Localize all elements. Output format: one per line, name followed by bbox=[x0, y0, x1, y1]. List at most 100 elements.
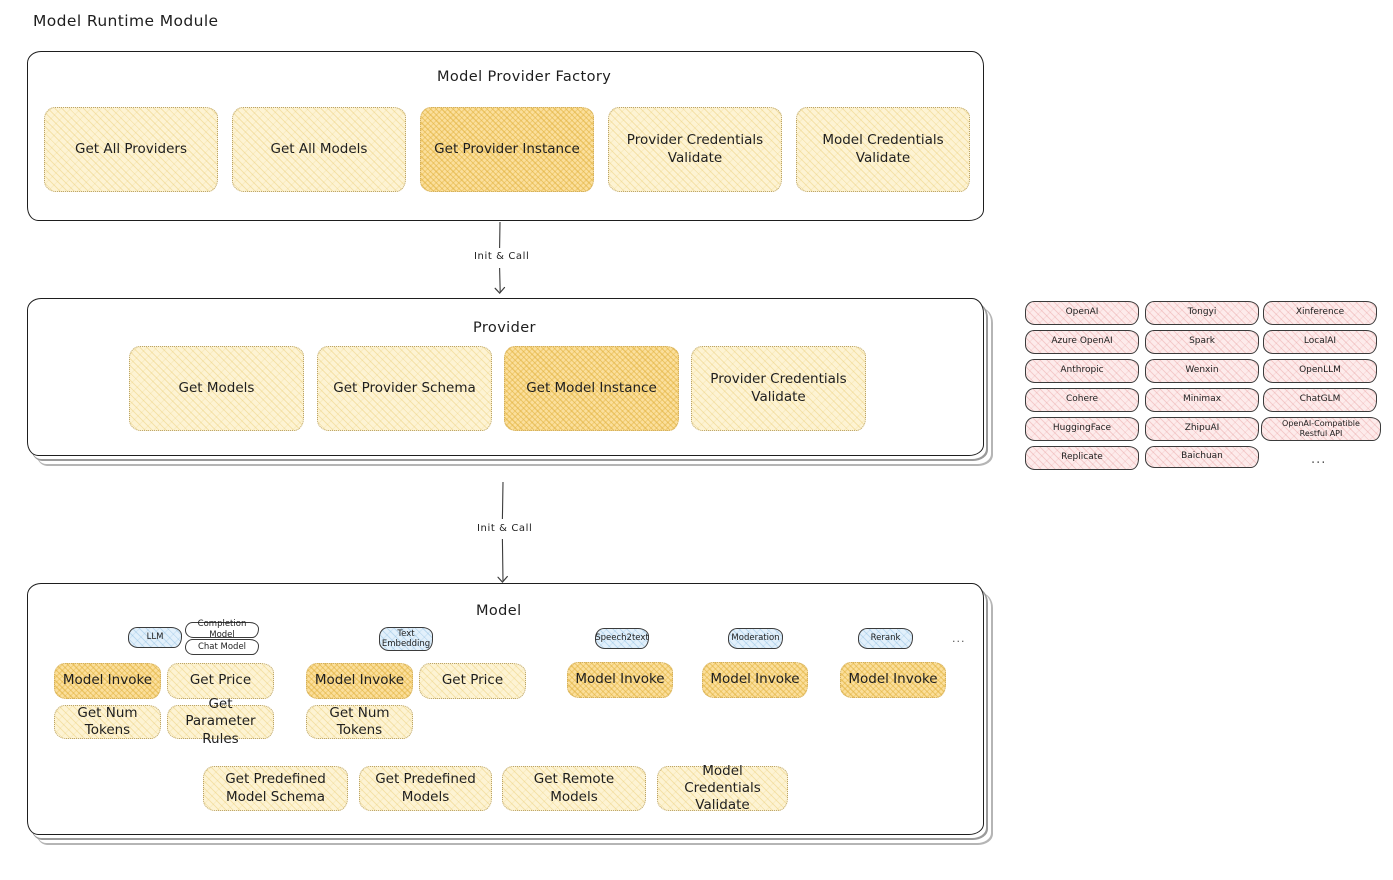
factory-node-get-provider-instance[interactable]: Get Provider Instance bbox=[420, 107, 594, 192]
chip-label: Baichuan bbox=[1181, 451, 1223, 462]
provider-chip-replicate[interactable]: Replicate bbox=[1025, 446, 1139, 470]
text-embedding-node-get-price[interactable]: Get Price bbox=[419, 663, 526, 699]
chip-label: Xinference bbox=[1295, 307, 1345, 318]
factory-node-provider-credentials-validate[interactable]: Provider Credentials Validate bbox=[608, 107, 782, 192]
chip-label: OpenAI-Compatible Restful API bbox=[1282, 418, 1360, 438]
type-label: LLM bbox=[146, 632, 164, 643]
llm-node-get-parameter-rules[interactable]: Get Parameter Rules bbox=[167, 696, 274, 747]
provider-node-get-model-instance[interactable]: Get Model Instance bbox=[504, 346, 679, 431]
model-type-speech2text[interactable]: Speech2text bbox=[595, 628, 649, 649]
chip-label: Replicate bbox=[1061, 452, 1103, 463]
node-label: Provider Credentials Validate bbox=[626, 132, 764, 166]
chip-label: ZhipuAI bbox=[1184, 423, 1220, 434]
provider-chip-anthropic[interactable]: Anthropic bbox=[1025, 359, 1139, 383]
page-title: Model Runtime Module bbox=[33, 12, 219, 30]
model-type-text-embedding[interactable]: Text Embedding bbox=[379, 627, 433, 651]
llm-node-get-num-tokens[interactable]: Get Num Tokens bbox=[54, 705, 161, 739]
provider-chip-baichuan[interactable]: Baichuan bbox=[1145, 446, 1259, 468]
model-node-get-predefined-models[interactable]: Get Predefined Models bbox=[359, 766, 492, 811]
chip-label: HuggingFace bbox=[1052, 423, 1112, 434]
chip-label: ChatGLM bbox=[1299, 394, 1341, 405]
provider-chip-chatglm[interactable]: ChatGLM bbox=[1263, 388, 1377, 412]
factory-node-get-all-models[interactable]: Get All Models bbox=[232, 107, 406, 192]
model-subtype-chat-model[interactable]: Chat Model bbox=[185, 639, 259, 655]
chip-label: LocalAI bbox=[1303, 336, 1337, 347]
type-label: Speech2text bbox=[595, 633, 649, 644]
provider-chip-zhipuai[interactable]: ZhipuAI bbox=[1145, 417, 1259, 441]
chip-label: Minimax bbox=[1182, 394, 1222, 405]
provider-node-get-models[interactable]: Get Models bbox=[129, 346, 304, 431]
chip-label: Wenxin bbox=[1185, 365, 1219, 376]
node-label: Model Invoke bbox=[848, 671, 938, 688]
node-label: Get Price bbox=[189, 672, 252, 689]
node-label: Model Invoke bbox=[314, 672, 405, 689]
model-node-model-credentials-validate[interactable]: Model Credentials Validate bbox=[657, 763, 788, 813]
text-embedding-node-get-num-tokens[interactable]: Get Num Tokens bbox=[306, 705, 413, 739]
provider-chip-openllm[interactable]: OpenLLM bbox=[1263, 359, 1377, 383]
node-label: Get Predefined Model Schema bbox=[225, 771, 326, 805]
node-label: Get All Providers bbox=[75, 140, 187, 157]
provider-chip-localai[interactable]: LocalAI bbox=[1263, 330, 1377, 354]
subtype-label: Chat Model bbox=[197, 641, 247, 652]
provider-node-get-provider-schema[interactable]: Get Provider Schema bbox=[317, 346, 492, 431]
node-label: Model Invoke bbox=[62, 672, 153, 689]
node-label: Get Models bbox=[178, 379, 255, 396]
model-node-get-remote-models[interactable]: Get Remote Models bbox=[502, 766, 646, 811]
node-label: Get Provider Schema bbox=[333, 379, 476, 396]
subtype-label: Completion Model bbox=[197, 619, 247, 640]
provider-chip-wenxin[interactable]: Wenxin bbox=[1145, 359, 1259, 383]
provider-chip-tongyi[interactable]: Tongyi bbox=[1145, 301, 1259, 325]
arrow-label-init-call-2: Init & Call bbox=[473, 523, 537, 534]
chip-label: Anthropic bbox=[1060, 365, 1104, 376]
provider-chip-spark[interactable]: Spark bbox=[1145, 330, 1259, 354]
node-label: Get Predefined Models bbox=[375, 771, 476, 805]
moderation-node-model-invoke[interactable]: Model Invoke bbox=[702, 662, 808, 698]
node-label: Model Invoke bbox=[710, 671, 800, 688]
node-label: Get All Models bbox=[270, 140, 368, 157]
provider-chip-openai-compatible-restful-api[interactable]: OpenAI-Compatible Restful API bbox=[1261, 417, 1381, 441]
chip-label: Spark bbox=[1189, 336, 1215, 347]
node-label: Model Credentials Validate bbox=[684, 762, 761, 814]
provider-chip-xinference[interactable]: Xinference bbox=[1263, 301, 1377, 325]
rerank-node-model-invoke[interactable]: Model Invoke bbox=[840, 662, 946, 698]
node-label: Get Model Instance bbox=[526, 379, 657, 396]
node-label: Get Num Tokens bbox=[77, 704, 138, 738]
node-label: Model Credentials Validate bbox=[822, 132, 944, 166]
model-type-rerank[interactable]: Rerank bbox=[858, 628, 913, 649]
type-label: Moderation bbox=[731, 633, 780, 644]
llm-node-get-price[interactable]: Get Price bbox=[167, 663, 274, 699]
chip-label: OpenLLM bbox=[1299, 365, 1341, 376]
model-node-get-predefined-model-schema[interactable]: Get Predefined Model Schema bbox=[203, 766, 348, 811]
node-label: Get Remote Models bbox=[533, 771, 615, 805]
provider-chip-openai[interactable]: OpenAI bbox=[1025, 301, 1139, 325]
node-label: Model Invoke bbox=[575, 671, 665, 688]
provider-node-provider-credentials-validate[interactable]: Provider Credentials Validate bbox=[691, 346, 866, 431]
provider-chip-cohere[interactable]: Cohere bbox=[1025, 388, 1139, 412]
chip-label: Tongyi bbox=[1187, 307, 1217, 318]
provider-chip-huggingface[interactable]: HuggingFace bbox=[1025, 417, 1139, 441]
model-type-llm[interactable]: LLM bbox=[128, 627, 182, 648]
factory-node-get-all-providers[interactable]: Get All Providers bbox=[44, 107, 218, 192]
chip-label: Cohere bbox=[1065, 394, 1099, 405]
factory-node-model-credentials-validate[interactable]: Model Credentials Validate bbox=[796, 107, 970, 192]
provider-chip-minimax[interactable]: Minimax bbox=[1145, 388, 1259, 412]
type-label: Text Embedding bbox=[381, 628, 431, 649]
provider-title: Provider bbox=[473, 320, 536, 336]
model-title: Model bbox=[476, 603, 522, 619]
provider-chip-azure-openai[interactable]: Azure OpenAI bbox=[1025, 330, 1139, 354]
node-label: Get Provider Instance bbox=[434, 140, 580, 157]
llm-node-model-invoke[interactable]: Model Invoke bbox=[54, 663, 161, 699]
provider-list-ellipsis: ... bbox=[1311, 452, 1327, 467]
text-embedding-node-model-invoke[interactable]: Model Invoke bbox=[306, 663, 413, 699]
model-type-moderation[interactable]: Moderation bbox=[728, 628, 783, 649]
model-types-ellipsis: ... bbox=[952, 632, 966, 645]
node-label: Provider Credentials Validate bbox=[710, 371, 847, 405]
model-subtype-completion-model[interactable]: Completion Model bbox=[185, 619, 259, 640]
node-label: Get Num Tokens bbox=[329, 704, 390, 738]
speech2text-node-model-invoke[interactable]: Model Invoke bbox=[567, 662, 673, 698]
node-label: Get Price bbox=[441, 672, 504, 689]
type-label: Rerank bbox=[870, 633, 901, 644]
chip-label: OpenAI bbox=[1065, 307, 1099, 318]
model-provider-factory-title: Model Provider Factory bbox=[437, 69, 612, 85]
